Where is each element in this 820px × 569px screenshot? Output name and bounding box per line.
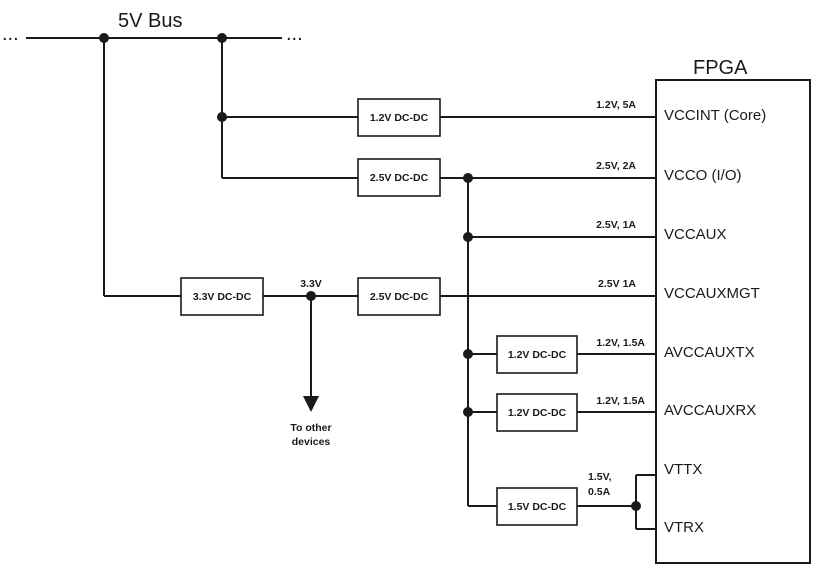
- other-devices-line2: devices: [292, 436, 331, 448]
- converter-2v5-io-label: 2.5V DC-DC: [370, 172, 429, 184]
- rating-vtt-line2: 0.5A: [588, 486, 611, 498]
- rating-avccauxtx: 1.2V, 1.5A: [596, 337, 645, 349]
- converter-2v5-mgt-label: 2.5V DC-DC: [370, 291, 429, 303]
- rating-vccauxmgt: 2.5V 1A: [598, 278, 636, 290]
- converter-1v2-rx-label: 1.2V DC-DC: [508, 407, 567, 419]
- bus-ellipsis-left: ...: [2, 23, 19, 45]
- rating-vcco: 2.5V, 2A: [596, 160, 636, 172]
- pin-avccauxrx: AVCCAUXRX: [664, 402, 756, 419]
- fpga-title: FPGA: [693, 57, 748, 79]
- other-devices-line1: To other: [290, 422, 331, 434]
- arrow-down-icon: [303, 396, 319, 412]
- rating-vccint: 1.2V, 5A: [596, 99, 636, 111]
- converter-1v5: [496, 487, 578, 526]
- converter-1v5-label: 1.5V DC-DC: [508, 501, 567, 513]
- converter-1v2-tx: [496, 335, 578, 374]
- converter-2v5-mgt: [357, 277, 441, 316]
- bus-label: 5V Bus: [118, 10, 182, 32]
- rating-vccaux: 2.5V, 1A: [596, 219, 636, 231]
- pin-vtrx: VTRX: [664, 519, 704, 536]
- rating-avccauxrx: 1.2V, 1.5A: [596, 395, 645, 407]
- converter-1v2-tx-label: 1.2V DC-DC: [508, 349, 567, 361]
- pin-vccauxmgt: VCCAUXMGT: [664, 285, 760, 302]
- fpga-block: [655, 79, 811, 564]
- node-label-3v3: 3.3V: [300, 278, 322, 290]
- pin-vcco: VCCO (I/O): [664, 167, 742, 184]
- pin-vccint: VCCINT (Core): [664, 107, 766, 124]
- pin-vccaux: VCCAUX: [664, 226, 727, 243]
- rating-vtt-line1: 1.5V,: [588, 471, 612, 483]
- converter-2v5-io: [357, 158, 441, 197]
- bus-ellipsis-right: ...: [286, 23, 303, 45]
- converter-1v2-core-label: 1.2V DC-DC: [370, 112, 429, 124]
- pin-avccauxtx: AVCCAUXTX: [664, 344, 755, 361]
- pin-vttx: VTTX: [664, 461, 702, 478]
- converter-3v3-label: 3.3V DC-DC: [193, 291, 252, 303]
- converter-1v2-rx: [496, 393, 578, 432]
